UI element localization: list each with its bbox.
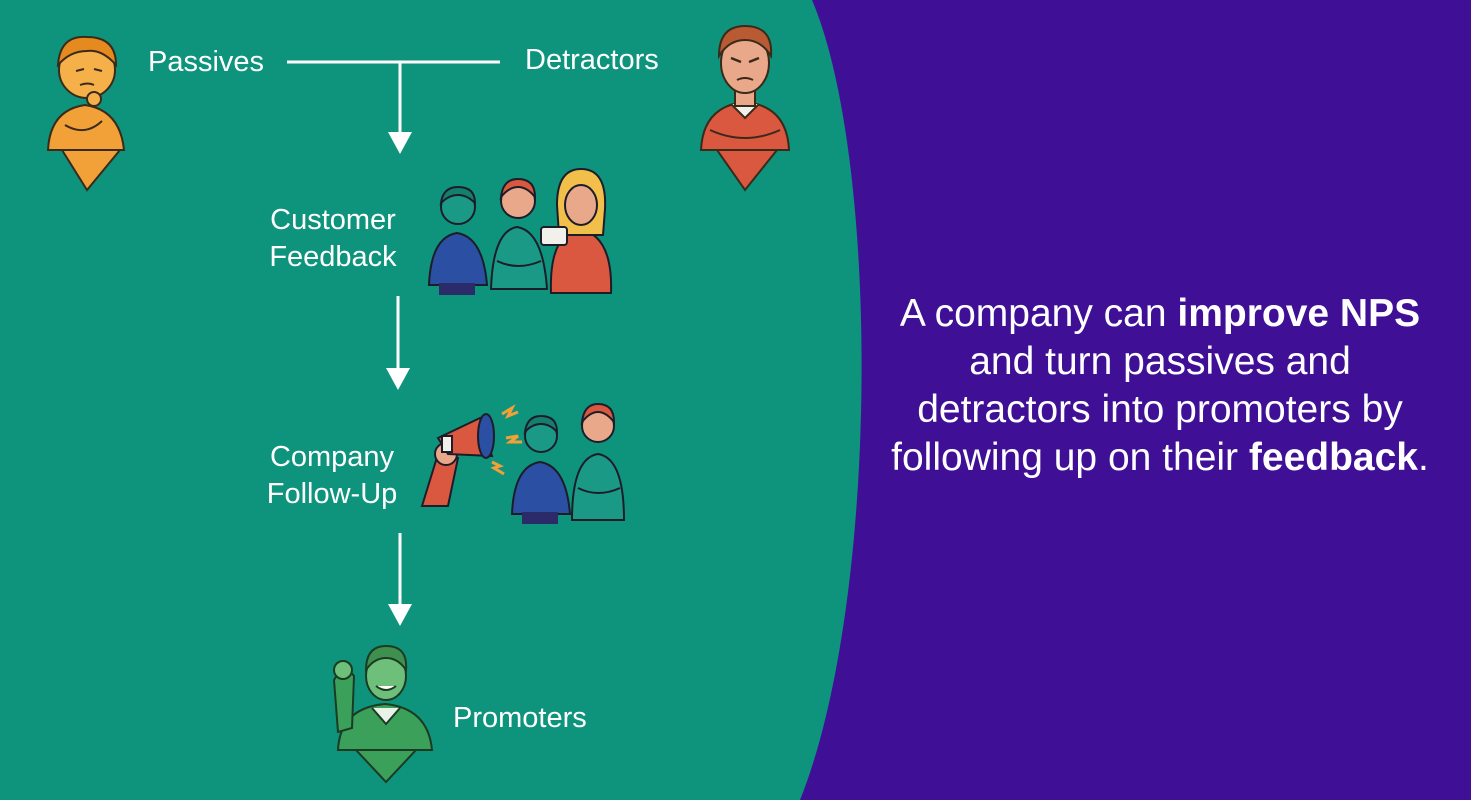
detractors-label: Detractors <box>525 44 659 76</box>
company-followup-label: Company Follow-Up <box>252 439 412 513</box>
megaphone-icon <box>420 404 522 507</box>
company-followup-line-2: Follow-Up <box>266 478 398 510</box>
tagline-bold-2: feedback <box>1248 436 1418 479</box>
customer-feedback-label: Customer Feedback <box>258 202 408 276</box>
tagline-part-3: . <box>1417 436 1429 479</box>
tagline-bold-1: improve NPS <box>1177 292 1421 335</box>
thinking-person-icon <box>46 35 126 192</box>
company-followup-line-1: Company <box>269 441 395 473</box>
arrow-head-2 <box>386 368 410 390</box>
followup-group-icon <box>510 402 626 524</box>
customer-feedback-line-1: Customer <box>270 204 396 236</box>
waving-person-icon <box>332 644 434 784</box>
arrow-head-3 <box>388 604 412 626</box>
arrow-head-1 <box>388 132 412 154</box>
tagline-part-1: A company can <box>899 292 1178 335</box>
teal-panel <box>0 0 862 800</box>
promoters-label: Promoters <box>453 702 587 734</box>
flow-arrows <box>287 60 500 626</box>
feedback-group-icon <box>427 167 613 295</box>
angry-person-icon <box>699 24 791 192</box>
tagline: A company can improve NPS and turn passi… <box>880 290 1440 482</box>
customer-feedback-line-2: Feedback <box>269 241 397 273</box>
passives-label: Passives <box>148 46 265 78</box>
tagline-part-2: and turn passives and detractors into pr… <box>891 340 1403 479</box>
